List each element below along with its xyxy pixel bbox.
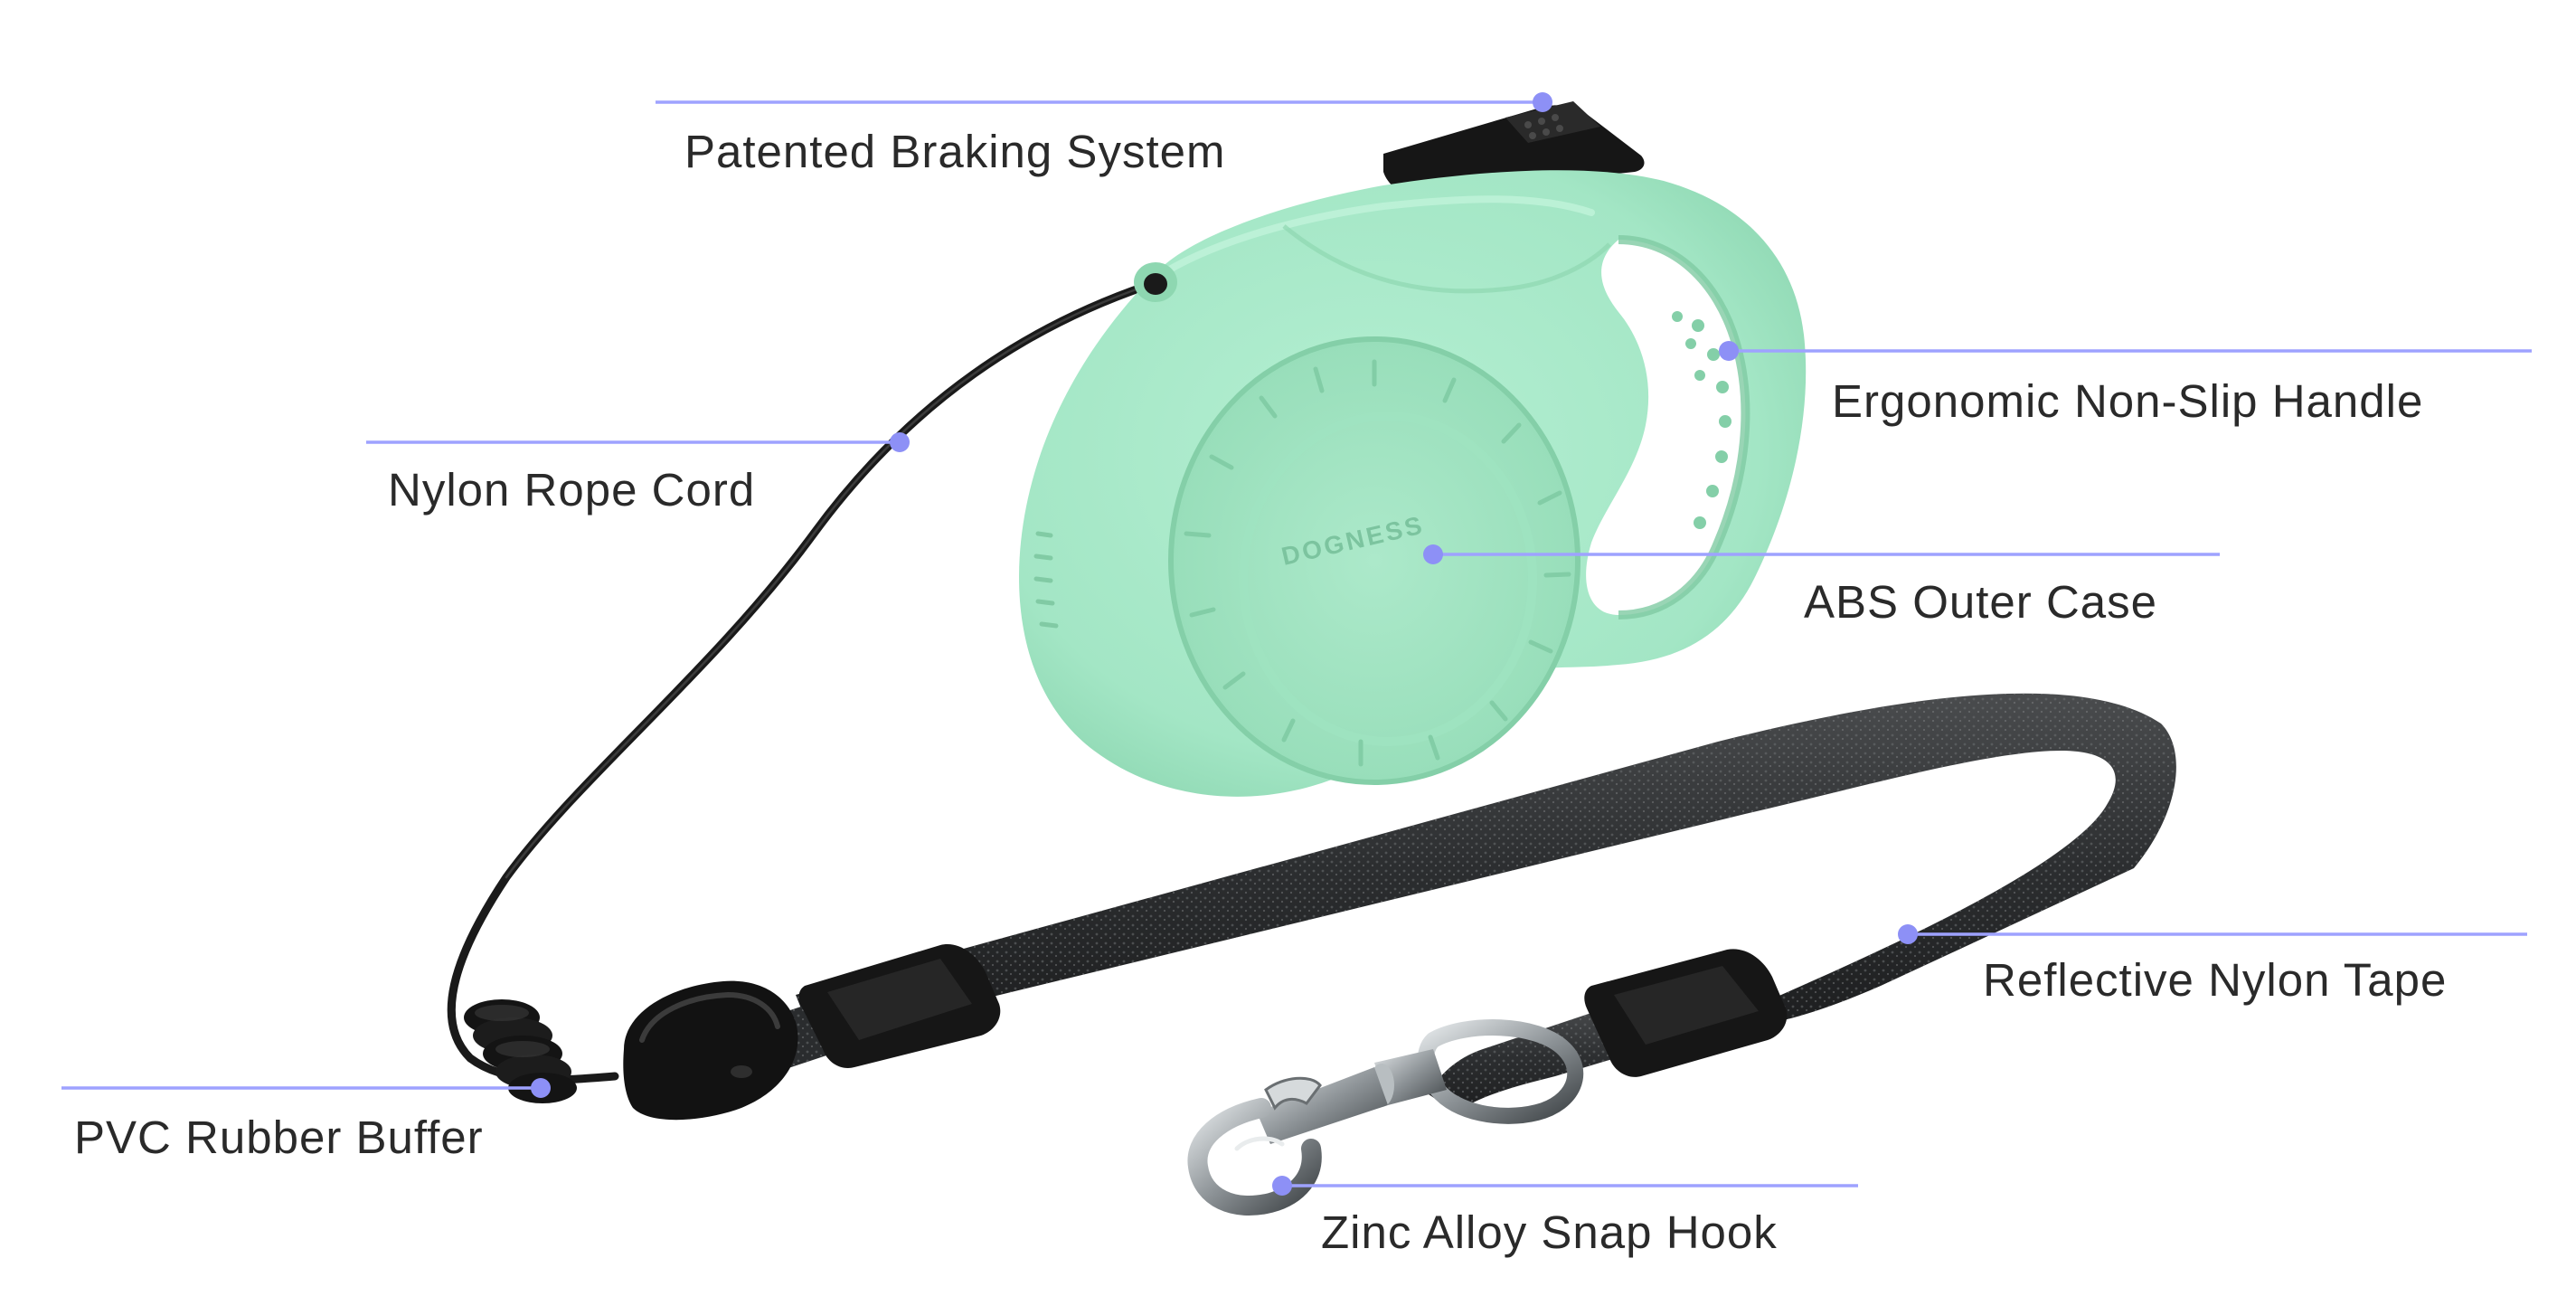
callout-dot-hook [1272, 1176, 1292, 1196]
callout-dot-tape [1898, 924, 1918, 944]
callout-label-buffer: PVC Rubber Buffer [74, 1112, 484, 1163]
tape-end-cap-left [798, 944, 1001, 1068]
callout-label-case: ABS Outer Case [1804, 576, 2157, 628]
callout-dots [531, 92, 1918, 1196]
tape-end-cap-right [1584, 949, 1788, 1077]
callout-dot-handle [1719, 341, 1739, 361]
callout-dot-buffer [531, 1078, 551, 1098]
callout-dot-cord [890, 432, 910, 452]
cord-connector [623, 980, 798, 1121]
nylon-tape [741, 693, 2176, 1112]
callout-label-hook: Zinc Alloy Snap Hook [1321, 1206, 1778, 1258]
callout-label-tape: Reflective Nylon Tape [1983, 954, 2448, 1006]
callout-dot-case [1423, 544, 1443, 564]
leash-case: DOGNESS [1019, 101, 1807, 797]
callout-label-brake: Patented Braking System [684, 126, 1226, 177]
callout-label-cord: Nylon Rope Cord [388, 464, 756, 516]
handle-grip-dots [1672, 311, 1731, 529]
leader-lines [61, 100, 2532, 1187]
callout-dot-brake [1533, 92, 1552, 112]
callout-label-handle: Ergonomic Non-Slip Handle [1832, 375, 2424, 427]
